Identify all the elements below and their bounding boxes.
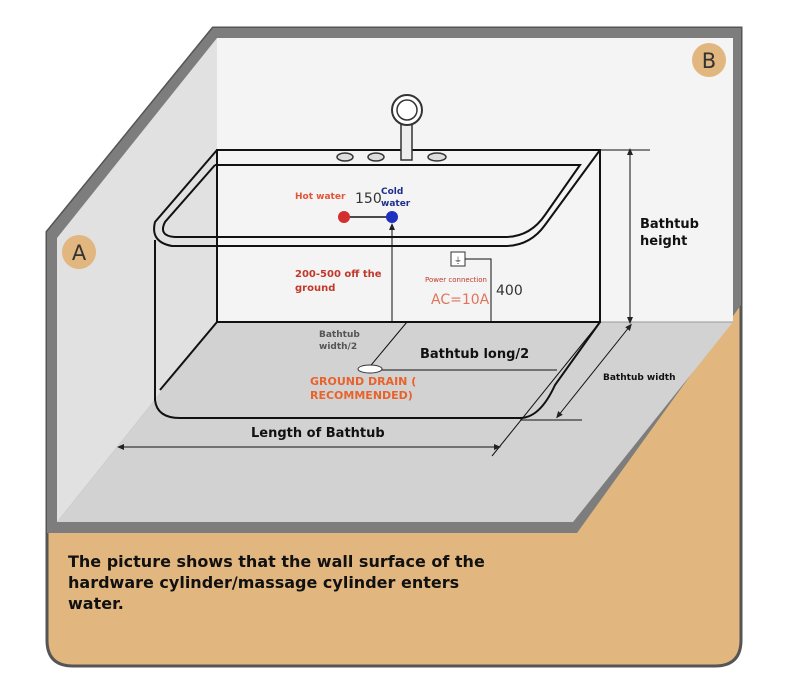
- bathtub-height-label-2: height: [640, 234, 687, 249]
- knob-icons: [336, 152, 447, 162]
- back-wall: [217, 38, 733, 322]
- bathtub-height-label: Bathtub: [640, 217, 699, 232]
- power-height-label: 400: [496, 283, 523, 299]
- width-half-label: Bathtub: [319, 330, 360, 340]
- marker-a-badge: [62, 235, 96, 269]
- marker-b-badge: [692, 43, 726, 77]
- hot-water-label: Hot water: [295, 192, 346, 202]
- ground-drain-label-2: RECOMMENDED): [310, 389, 413, 402]
- hot-water-pipe-icon: [338, 211, 350, 223]
- power-rating-label: AC=10A: [431, 292, 490, 308]
- bathtub-rim-inner: [162, 164, 582, 238]
- cold-water-label: Cold: [381, 187, 403, 197]
- socket-glyph: ⏚: [454, 256, 462, 265]
- bathtub-width-label: Bathtub width: [603, 373, 675, 383]
- marker-a-label: A: [72, 241, 87, 265]
- width-half-label-2: width/2: [319, 342, 357, 352]
- bathtub-body: [154, 150, 601, 419]
- height-off-ground-label: 200-500 off the: [295, 269, 382, 280]
- caption-text: The picture shows that the wall surface …: [68, 552, 485, 613]
- marker-b-label: B: [702, 49, 716, 73]
- long-half-label: Bathtub long/2: [420, 347, 529, 362]
- ground-drain-label: GROUND DRAIN (: [310, 375, 416, 388]
- cold-water-label-2: water: [381, 199, 411, 209]
- ground-drain-icon: [357, 364, 383, 374]
- left-wall: [57, 38, 217, 522]
- faucet-icon: [391, 94, 423, 161]
- cold-water-pipe-icon: [386, 211, 398, 223]
- power-connection-label: Power connection: [425, 276, 487, 284]
- height-off-ground-label-2: ground: [295, 283, 335, 294]
- length-label: Length of Bathtub: [251, 426, 385, 441]
- bathtub-rim-outer: [153, 149, 601, 247]
- pipe-spacing-label: 150: [355, 191, 382, 207]
